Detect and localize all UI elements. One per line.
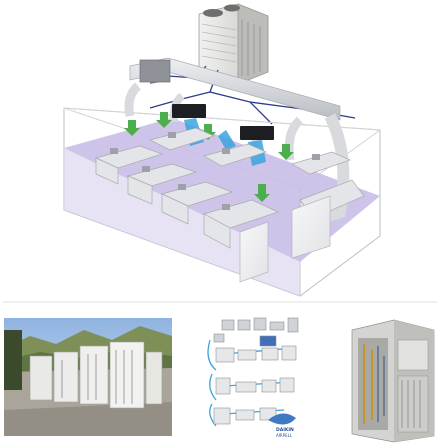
ducts [124,57,350,228]
indoor-unit-right [240,126,274,140]
office-schematic [63,3,382,297]
system-schematic: DAIKIN AIRPELL [207,317,299,438]
logo-text-daikin: DAIKIN [276,427,294,433]
outdoor-unit-cutaway [351,319,435,443]
indoor-unit-types [213,345,297,425]
logo-text-airpell: AIRPELL [276,433,293,438]
indoor-unit-left [172,104,206,118]
outdoor-unit [198,3,269,85]
monitors [110,132,320,210]
rooftop-units [29,341,163,409]
partition-wall [239,221,269,283]
duct-plenum-box [139,59,171,83]
controller-devices [213,317,299,347]
photo-rooftop-units [4,318,172,436]
